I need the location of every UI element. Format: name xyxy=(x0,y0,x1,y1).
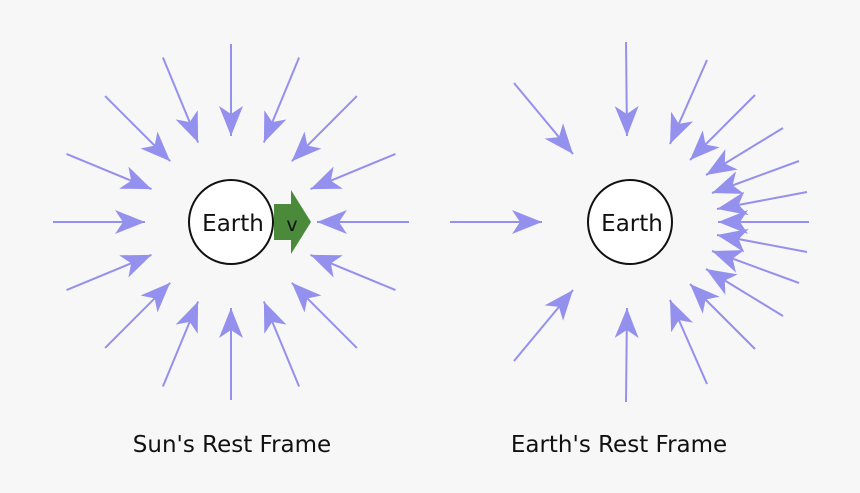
right-caption: Earth's Rest Frame xyxy=(511,432,727,458)
right-light-ray xyxy=(513,82,574,155)
right-light-ray xyxy=(614,41,639,137)
right-light-ray xyxy=(669,59,708,145)
right-light-ray xyxy=(705,268,784,317)
left-caption: Sun's Rest Frame xyxy=(133,432,331,458)
left-earth-circle xyxy=(188,179,274,265)
left-light-ray xyxy=(310,253,396,292)
right-light-ray xyxy=(716,191,808,216)
right-incoming-light-rays xyxy=(450,41,809,403)
right-earth-circle xyxy=(587,179,673,265)
velocity-arrow-shape xyxy=(274,190,311,254)
left-light-ray xyxy=(262,301,301,387)
left-incoming-light-rays xyxy=(53,44,409,400)
left-light-ray xyxy=(161,57,200,143)
right-light-ray xyxy=(689,283,756,350)
right-light-ray xyxy=(711,160,800,194)
left-light-ray xyxy=(66,253,152,292)
left-light-ray xyxy=(310,152,396,191)
left-light-ray xyxy=(291,95,358,162)
right-light-ray xyxy=(689,94,756,161)
right-light-ray xyxy=(705,127,784,176)
right-light-ray xyxy=(669,299,708,385)
right-light-ray xyxy=(614,307,639,403)
right-light-ray xyxy=(711,250,800,284)
right-light-ray xyxy=(513,289,574,362)
right-earth-label: Earth xyxy=(601,211,663,237)
left-light-ray xyxy=(161,301,200,387)
left-light-ray xyxy=(104,95,171,162)
right-light-ray xyxy=(716,228,808,253)
left-light-ray xyxy=(104,282,171,349)
velocity-arrow: v xyxy=(274,190,311,254)
left-earth-label: Earth xyxy=(202,211,264,237)
left-light-ray xyxy=(291,282,358,349)
left-earth: Earth xyxy=(188,179,274,265)
velocity-label: v xyxy=(286,214,297,236)
right-earth: Earth xyxy=(587,179,673,265)
left-light-ray xyxy=(262,57,301,143)
left-light-ray xyxy=(66,152,152,191)
